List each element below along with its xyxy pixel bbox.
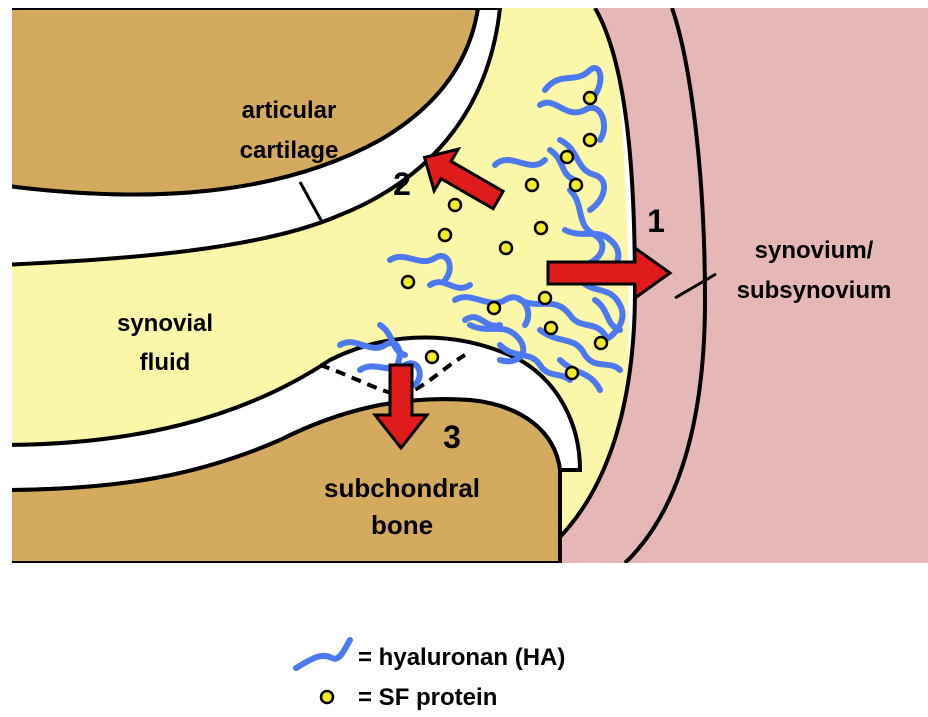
articular-cartilage-label-line1: articular xyxy=(242,97,337,124)
sf-protein xyxy=(449,199,461,211)
sf-protein xyxy=(402,276,414,288)
sf-protein xyxy=(526,179,538,191)
sf-protein xyxy=(566,367,578,379)
arrow-number-3: 3 xyxy=(443,419,461,455)
legend: = hyaluronan (HA) = SF protein xyxy=(296,640,565,711)
synovium-label-line1: synovium/ xyxy=(755,237,874,264)
synovial-fluid-label-line2: fluid xyxy=(140,349,191,376)
legend-hyaluronan-text: = hyaluronan (HA) xyxy=(358,644,565,671)
sf-protein xyxy=(545,322,557,334)
sf-protein xyxy=(561,151,573,163)
sf-protein xyxy=(426,351,438,363)
subchondral-bone-label-line2: bone xyxy=(371,510,433,540)
synovium-label-line2: subsynovium xyxy=(737,277,892,304)
articular-cartilage-label-line2: cartilage xyxy=(240,137,339,164)
sf-protein xyxy=(439,229,451,241)
sf-protein xyxy=(584,134,596,146)
sf-protein xyxy=(535,222,547,234)
legend-protein-text: = SF protein xyxy=(358,684,497,711)
sf-protein xyxy=(500,242,512,254)
hyaluronan-legend-icon xyxy=(296,640,350,668)
synovial-fluid-label-line1: synovial xyxy=(117,310,213,337)
arrow-number-2: 2 xyxy=(393,166,411,202)
sf-protein xyxy=(595,337,607,349)
sf-protein xyxy=(570,179,582,191)
sf-protein-legend-icon xyxy=(321,691,333,703)
sf-protein xyxy=(488,302,500,314)
subchondral-bone-label-line1: subchondral xyxy=(324,473,480,503)
sf-protein xyxy=(584,92,596,104)
arrow-number-1: 1 xyxy=(647,203,665,239)
sf-protein xyxy=(539,292,551,304)
